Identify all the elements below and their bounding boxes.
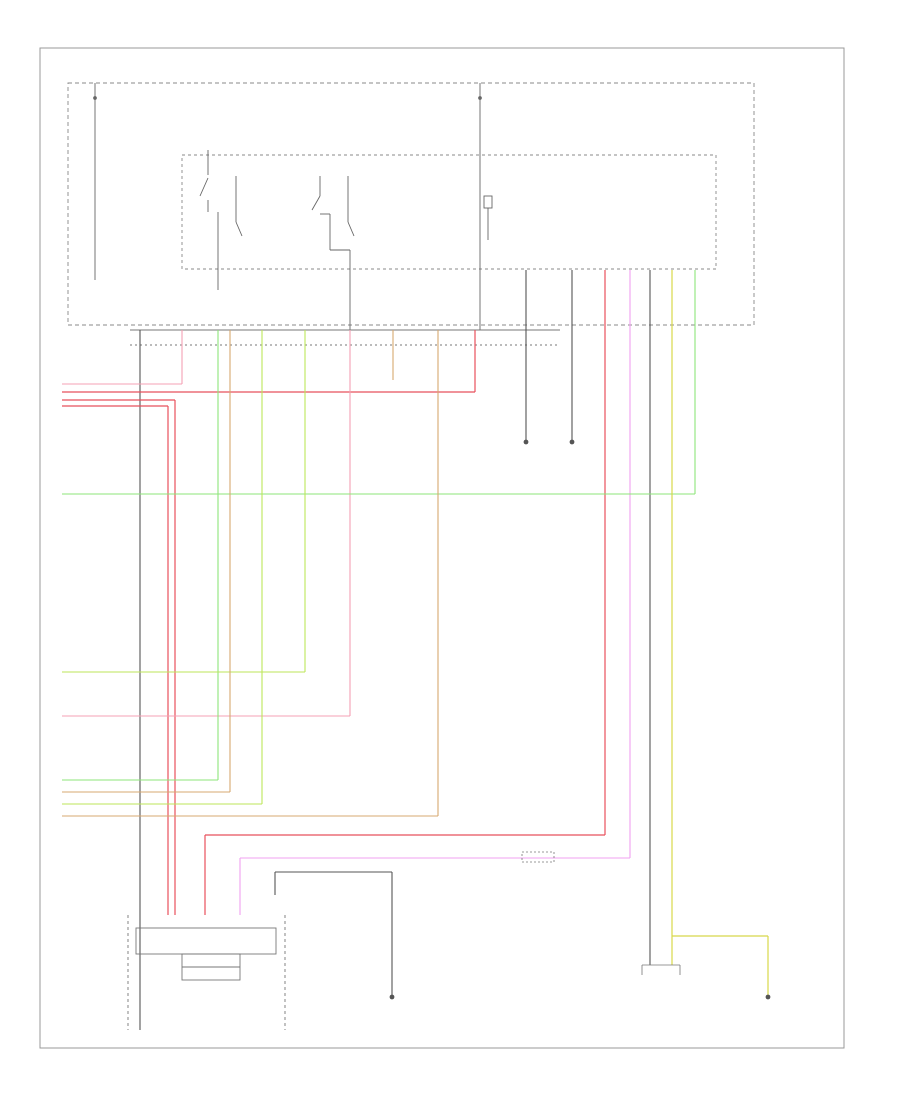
ground-symbol-right (765, 994, 771, 1000)
bottom-right-connector (641, 964, 681, 975)
red-wires (62, 270, 606, 915)
black-wires (139, 270, 651, 1030)
ground-symbols (389, 439, 575, 1000)
yellow-green-wires (62, 330, 306, 805)
switch-symbols (199, 150, 493, 330)
power-feeds (93, 83, 482, 330)
orange-wires (62, 330, 439, 817)
pink-wires (62, 330, 351, 717)
green-wires (62, 270, 696, 781)
yellow-wires (671, 270, 769, 995)
bottom-component (127, 915, 286, 1030)
violet-wires (239, 270, 631, 915)
relay-box-outline (181, 154, 717, 270)
splice-connector (521, 851, 555, 863)
control-module-outline (67, 82, 755, 326)
page-frame (39, 47, 845, 1049)
connector-row (130, 329, 560, 346)
